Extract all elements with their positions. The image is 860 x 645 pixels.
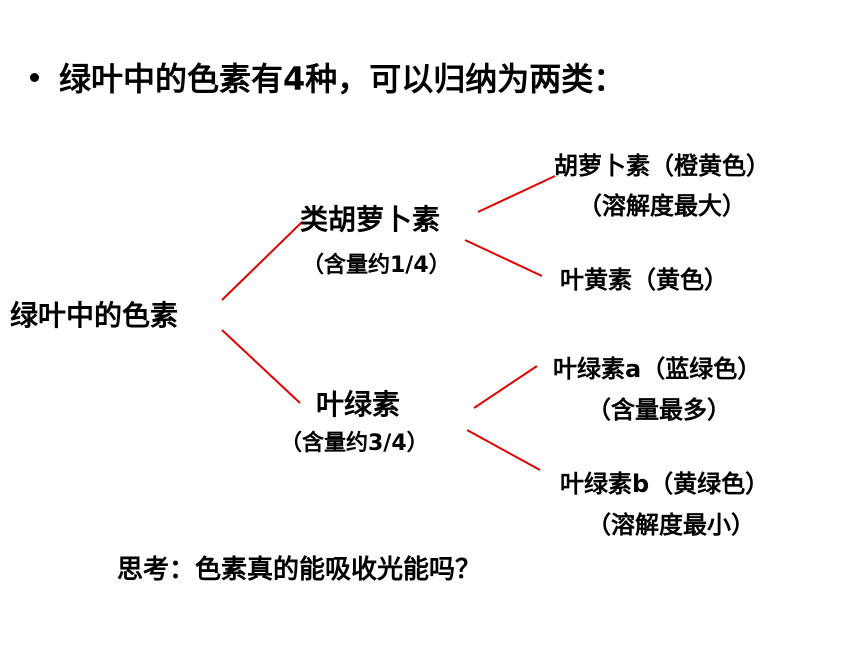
leaf-carotene-note: （溶解度最大） (578, 192, 746, 220)
bullet-point: 绿叶中的色素有4种，可以归纳为两类： (30, 54, 625, 100)
leaf-chlorophyll-a: 叶绿素a（蓝绿色） (553, 355, 762, 383)
question-text: 思考：色素真的能吸收光能吗？ (117, 555, 482, 585)
connector-root-group2 (221, 329, 301, 404)
group1-label: 类胡萝卜素 (300, 203, 441, 236)
bullet-dot-icon (30, 72, 39, 82)
leaf-xanthophyll: 叶黄素（黄色） (560, 266, 728, 294)
connector-group1-leaf2 (464, 239, 543, 277)
leaf-chlorophyll-a-note: （含量最多） (587, 396, 731, 424)
group2-note: （含量约3/4） (280, 431, 429, 456)
leaf-carotene: 胡萝卜素（橙黄色） (554, 152, 770, 180)
connector-group1-leaf1 (477, 175, 556, 213)
connector-group2-leaf2 (466, 429, 541, 471)
connector-group2-leaf1 (473, 365, 538, 409)
leaf-chlorophyll-b-note: （溶解度最小） (587, 511, 755, 539)
group2-label: 叶绿素 (316, 388, 401, 421)
root-node: 绿叶中的色素 (10, 299, 179, 332)
group1-note: （含量约1/4） (302, 253, 451, 278)
bullet-text: 绿叶中的色素有4种，可以归纳为两类： (59, 60, 626, 98)
connector-root-group1 (221, 221, 303, 301)
leaf-chlorophyll-b: 叶绿素b（黄绿色） (560, 470, 770, 498)
